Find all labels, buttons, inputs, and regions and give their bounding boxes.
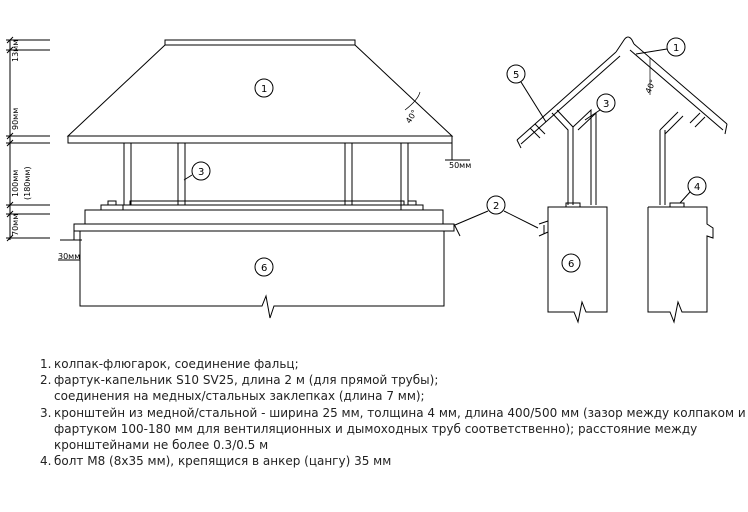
- callout-4: 4: [679, 176, 707, 204]
- legend-item-3-cont: кронштейнами не более 0.3/0.5 м: [54, 438, 269, 453]
- cap-ridge: [164, 39, 356, 46]
- svg-text:4: 4: [694, 182, 700, 193]
- legend-item-2: 2. фартук-капельник S10 SV25, длина 2 м …: [40, 373, 439, 388]
- legend-item-3: 3. кронштейн из медной/стальной - ширина…: [40, 405, 746, 420]
- svg-text:6: 6: [261, 263, 267, 274]
- bracket-plate: [129, 200, 405, 206]
- dimension-180mm: (180мм): [23, 166, 32, 200]
- callout-6-section: 6: [561, 253, 581, 273]
- dimension-70mm: 70мм: [11, 214, 20, 236]
- svg-text:1: 1: [261, 84, 267, 95]
- callout-5: 5: [506, 64, 547, 123]
- section-view: 40° 1 5 3: [506, 36, 728, 324]
- dimension-50mm: 50мм: [449, 161, 471, 170]
- bracket-post: [344, 142, 353, 206]
- bracket-left: [551, 112, 569, 205]
- cap-ridge-hook: [615, 36, 635, 53]
- legend-item-2-cont: соединения на медных/стальных заклепках …: [54, 389, 425, 404]
- chimney-section-left: [547, 206, 608, 324]
- chimney-cap-drawing: 13мм 90мм 100мм (180мм) 70мм 50мм 40°: [6, 36, 728, 324]
- svg-text:5: 5: [513, 70, 519, 81]
- svg-text:2: 2: [493, 201, 499, 212]
- main-elevation: 50мм 40° 30мм 1: [58, 39, 539, 319]
- legend-item-4: 4. болт М8 (8х35 мм), крепящися в анкер …: [40, 454, 392, 469]
- callout-1-section: 1: [635, 37, 686, 57]
- callout-1: 1: [254, 78, 274, 98]
- dimension-30mm: 30мм: [58, 252, 80, 261]
- legend-item-3-cont: фартуком 100-180 мм для вентиляционных и…: [54, 421, 698, 436]
- chimney-body: [79, 231, 445, 319]
- dimension-100mm: 100мм: [11, 170, 20, 197]
- dimension-13mm: 13мм: [11, 40, 20, 62]
- svg-text:6: 6: [568, 259, 574, 270]
- callout-6-main: 6: [254, 257, 274, 277]
- bracket-post: [123, 142, 132, 206]
- vertical-dimension-chain: 13мм 90мм 100мм (180мм) 70мм: [6, 36, 50, 242]
- svg-text:1: 1: [673, 43, 679, 54]
- cap-eave: [67, 135, 453, 144]
- callout-3-main: 3: [183, 161, 211, 181]
- callout-2: 2: [454, 195, 539, 229]
- legend-item-1: 1. колпак-флюгарок, соединение фальц;: [40, 357, 299, 371]
- apron-drip: [73, 223, 455, 232]
- apron-upper: [84, 209, 444, 225]
- svg-text:3: 3: [198, 167, 204, 178]
- svg-text:3: 3: [603, 99, 609, 110]
- bracket-post: [400, 142, 409, 206]
- chimney-section-right: [647, 206, 714, 324]
- angle-label-right: 40°: [644, 78, 658, 95]
- angle-arc: [404, 91, 421, 111]
- bracket-post: [177, 142, 186, 206]
- legend: 1. колпак-флюгарок, соединение фальц; 2.…: [40, 356, 746, 469]
- dimension-90mm: 90мм: [11, 108, 20, 130]
- callout-3-section: 3: [584, 93, 616, 121]
- angle-label-left: 40°: [404, 108, 419, 125]
